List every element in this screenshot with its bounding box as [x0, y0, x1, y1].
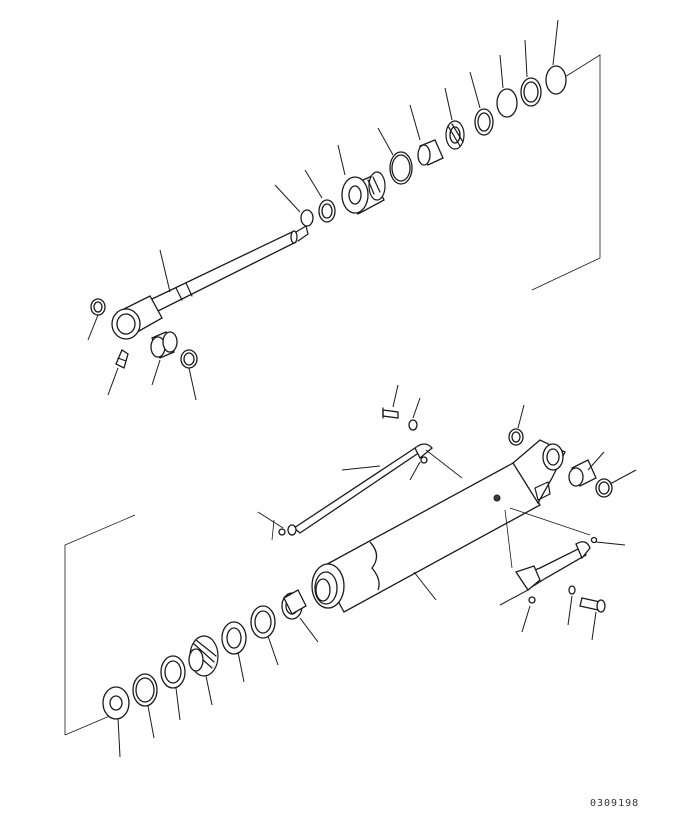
cylinder-head-parts	[102, 589, 307, 720]
rod-end-eye	[111, 295, 163, 340]
reference-lines	[271, 449, 591, 569]
upper-boundary-lines	[531, 54, 601, 291]
upper-hydraulic-pipe	[278, 407, 433, 536]
upper-leader-lines	[87, 19, 559, 401]
lower-hydraulic-pipe	[514, 536, 606, 613]
head-end-parts	[508, 428, 613, 498]
cylinder-tube	[311, 439, 566, 613]
drawing-reference-code: 0309198	[590, 798, 640, 809]
piston-rod	[149, 225, 309, 313]
lower-leader-lines	[117, 384, 637, 758]
rod-eye-parts	[90, 298, 198, 369]
lower-boundary-lines	[64, 514, 136, 736]
rod-side-parts	[300, 65, 567, 227]
